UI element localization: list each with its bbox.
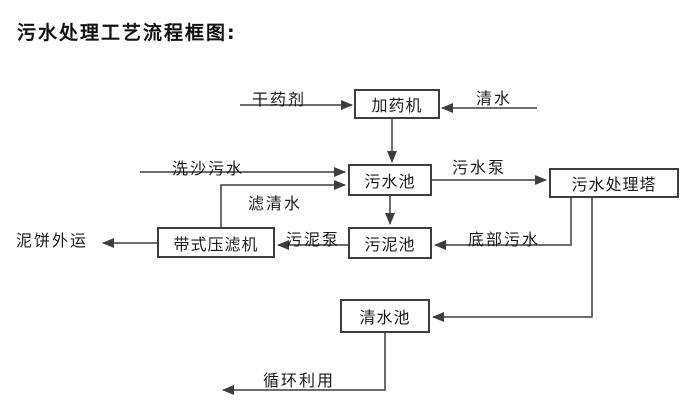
node-dosing-machine: 加药机 (354, 89, 440, 119)
flow-tower-to-clean-pool-arrow (432, 198, 593, 322)
label-bottom-sewage: 底部污水 (468, 230, 541, 249)
label-mud-cake-out: 泥饼外运 (16, 231, 89, 250)
node-sewage-pool: 污水池 (348, 164, 432, 196)
node-clean-water-pool: 清水池 (340, 299, 430, 333)
label-clean-water: 清水 (476, 89, 513, 108)
page-title: 污水处理工艺流程框图: (17, 22, 237, 44)
flow-bottom-sewage-arrow (434, 198, 572, 250)
flow-recycle-arrow (222, 333, 386, 395)
label-dry-chemical: 干药剂 (252, 90, 307, 109)
label-sewage-pump: 污水泵 (452, 158, 507, 177)
label-filtered-water: 滤清水 (248, 194, 303, 213)
flow-filtered-water-arrow (220, 180, 346, 227)
node-belt-filter-press: 带式压滤机 (157, 227, 275, 258)
label-recycle-use: 循环利用 (263, 371, 336, 390)
label-sand-washing-sewage: 洗沙污水 (172, 159, 245, 178)
node-sewage-treatment-tower: 污水处理塔 (549, 168, 679, 198)
node-sludge-pool: 污泥池 (348, 227, 432, 259)
label-sludge-pump: 污泥泵 (286, 230, 341, 249)
